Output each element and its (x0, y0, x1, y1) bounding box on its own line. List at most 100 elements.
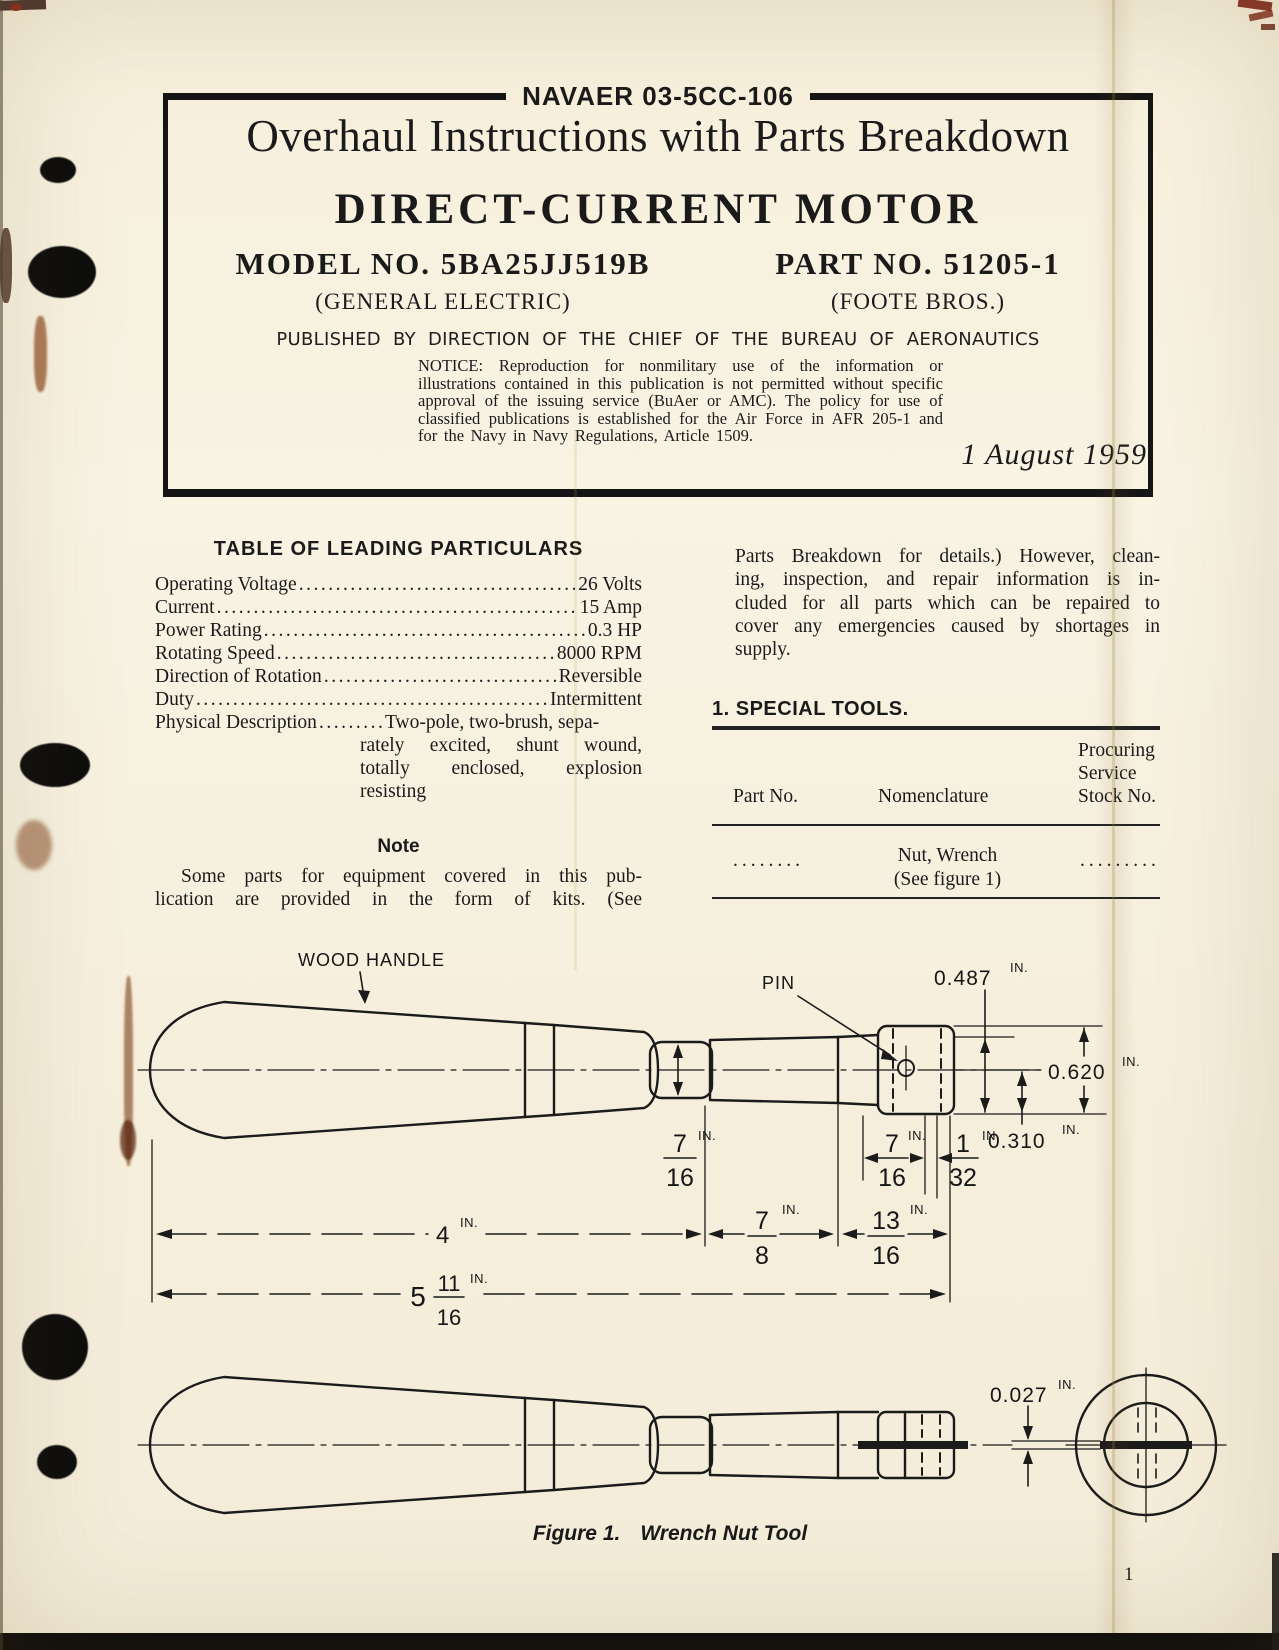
leader-dots (299, 573, 577, 596)
particulars-row: Rotating Speed 8000 RPM (155, 642, 642, 665)
arrowhead (358, 990, 370, 1004)
arrowhead (930, 1289, 946, 1299)
particular-label: Physical Description (155, 712, 317, 733)
arrowhead (938, 1153, 952, 1163)
rust-stain (34, 316, 47, 392)
dim-overall-unit: IN. (470, 1271, 488, 1286)
scan-stain (0, 0, 47, 11)
note-body: Some parts for equipment covered in this… (155, 866, 642, 911)
dim-0310-unit: IN. (1062, 1122, 1080, 1137)
dim-neck-unit: IN. (698, 1128, 716, 1143)
arrowhead (980, 1098, 990, 1112)
page-crease-faint (574, 430, 577, 970)
paragraph-line: ing, inspection, and repair information … (735, 569, 1160, 591)
particular-value-continued: resisting (360, 781, 427, 802)
dim-head-unit: IN. (908, 1128, 926, 1143)
notice-text: NOTICE: Reproduction for nonmilitary use… (418, 356, 943, 446)
note-line: Some parts for equipment covered in this… (181, 866, 642, 887)
paragraph-line: supply. (735, 639, 791, 661)
scan-edge-right (1272, 1553, 1279, 1650)
doc-number-row: NAVAER 03-5CC-106 (163, 80, 1154, 112)
table-rule-thick (712, 726, 1160, 730)
dim-0027-unit: IN. (1058, 1377, 1076, 1392)
part-number: PART NO. 51205-1 (775, 246, 1061, 281)
figure-1-drawing: WOOD HANDLE PIN 0.487 IN. 0.620 IN. 0.31… (137, 950, 1227, 1523)
arrowhead (673, 1044, 683, 1058)
model-manufacturer: (GENERAL ELECTRIC) (315, 289, 571, 314)
scan-edge-bottom (0, 1633, 1279, 1650)
nomenclature-line: Nut, Wrench (897, 845, 998, 866)
dim-neck-num: 7 (673, 1130, 687, 1158)
particulars-row: Duty Intermittent (155, 688, 642, 711)
particulars-row: Current 15 Amp (155, 596, 642, 619)
dim-4-value: 4 (436, 1222, 450, 1249)
page-number: 1 (1124, 1564, 1134, 1586)
dim-pin-num: 1 (956, 1130, 970, 1158)
dim-0310-value: 0.310 (988, 1130, 1046, 1153)
scan-edge-left (0, 0, 3, 1650)
note-title: Note (377, 836, 420, 857)
dim-0027-value: 0.027 (990, 1384, 1048, 1407)
dim-4-unit: IN. (460, 1215, 478, 1230)
arrowhead (842, 1229, 857, 1239)
issue-date: 1 August 1959 (961, 438, 1147, 471)
dim-neck-den: 16 (666, 1164, 694, 1192)
extension-lines (151, 1025, 1107, 1303)
rule-line (163, 92, 507, 100)
blade-slot (858, 1441, 968, 1449)
arrowhead (910, 1153, 924, 1163)
figure-caption-label: Figure 1. (532, 1522, 621, 1545)
arrowhead (1023, 1450, 1033, 1464)
table-cell-stock-no: ......... (1080, 850, 1160, 872)
box-border-bottom (163, 489, 1153, 497)
handle-outline-top-view (148, 1000, 660, 1140)
particulars-row: Physical Description Two-pole, two-brush… (155, 711, 642, 734)
dim-0620-unit: IN. (1122, 1054, 1140, 1069)
scan-stain (1261, 24, 1275, 30)
particulars-title: TABLE OF LEADING PARTICULARS (213, 538, 584, 560)
blade-ref-lines (1011, 1440, 1101, 1450)
arrowhead (1079, 1028, 1089, 1042)
particular-value: Reversible (558, 666, 642, 687)
leader-dots (264, 619, 586, 642)
dim-shaft-unit: IN. (782, 1202, 800, 1217)
particular-value-continued: totally enclosed, explosion (360, 758, 642, 779)
arrowhead (980, 1039, 990, 1053)
paragraph-line: cluded for all parts which can be repair… (735, 592, 1160, 614)
particular-value: Intermittent (549, 689, 642, 710)
dim-shaft-num: 7 (755, 1207, 769, 1235)
pin-label: PIN (762, 973, 795, 993)
rust-stain (16, 820, 52, 870)
figure-caption-title: Wrench Nut Tool (640, 1522, 808, 1545)
dim-overall-num: 11 (438, 1271, 461, 1296)
shaft-extension-bottom (836, 1410, 880, 1480)
scan-stain (10, 4, 22, 11)
dim-head-num: 7 (885, 1130, 899, 1158)
particulars-row: Power Rating 0.3 HP (155, 619, 642, 642)
title-block: NAVAER 03-5CC-106 Overhaul Instructions … (163, 81, 1154, 497)
particular-label: Direction of Rotation (155, 666, 322, 687)
arrowhead (881, 1049, 898, 1061)
arrowhead (819, 1229, 834, 1239)
pin-leader (797, 995, 891, 1056)
arrowhead (1017, 1072, 1027, 1086)
arrowhead (1023, 1426, 1033, 1440)
dim-overall-den: 16 (437, 1305, 461, 1330)
particular-label: Rotating Speed (155, 643, 275, 664)
box-border-left (163, 94, 168, 497)
punch-hole-mark (37, 1445, 77, 1479)
figure-caption: Figure 1. Wrench Nut Tool (470, 1522, 870, 1546)
scan-stain (1248, 9, 1274, 22)
arrowhead (933, 1229, 948, 1239)
table-rule-bottom (712, 897, 1160, 899)
part-manufacturer: (FOOTE BROS.) (830, 289, 1005, 314)
leader-dots (196, 688, 548, 711)
rule-line (809, 92, 1154, 100)
arrowhead (156, 1289, 172, 1299)
shaft-extension (836, 1033, 880, 1107)
page-crease-shadow (1094, 0, 1136, 1650)
model-number: MODEL NO. 5BA25JJ519B (235, 246, 651, 281)
scan-stain (1237, 0, 1273, 12)
box-border-right (1148, 94, 1153, 497)
table-col-header-stock-l1: Procuring (1078, 740, 1155, 762)
